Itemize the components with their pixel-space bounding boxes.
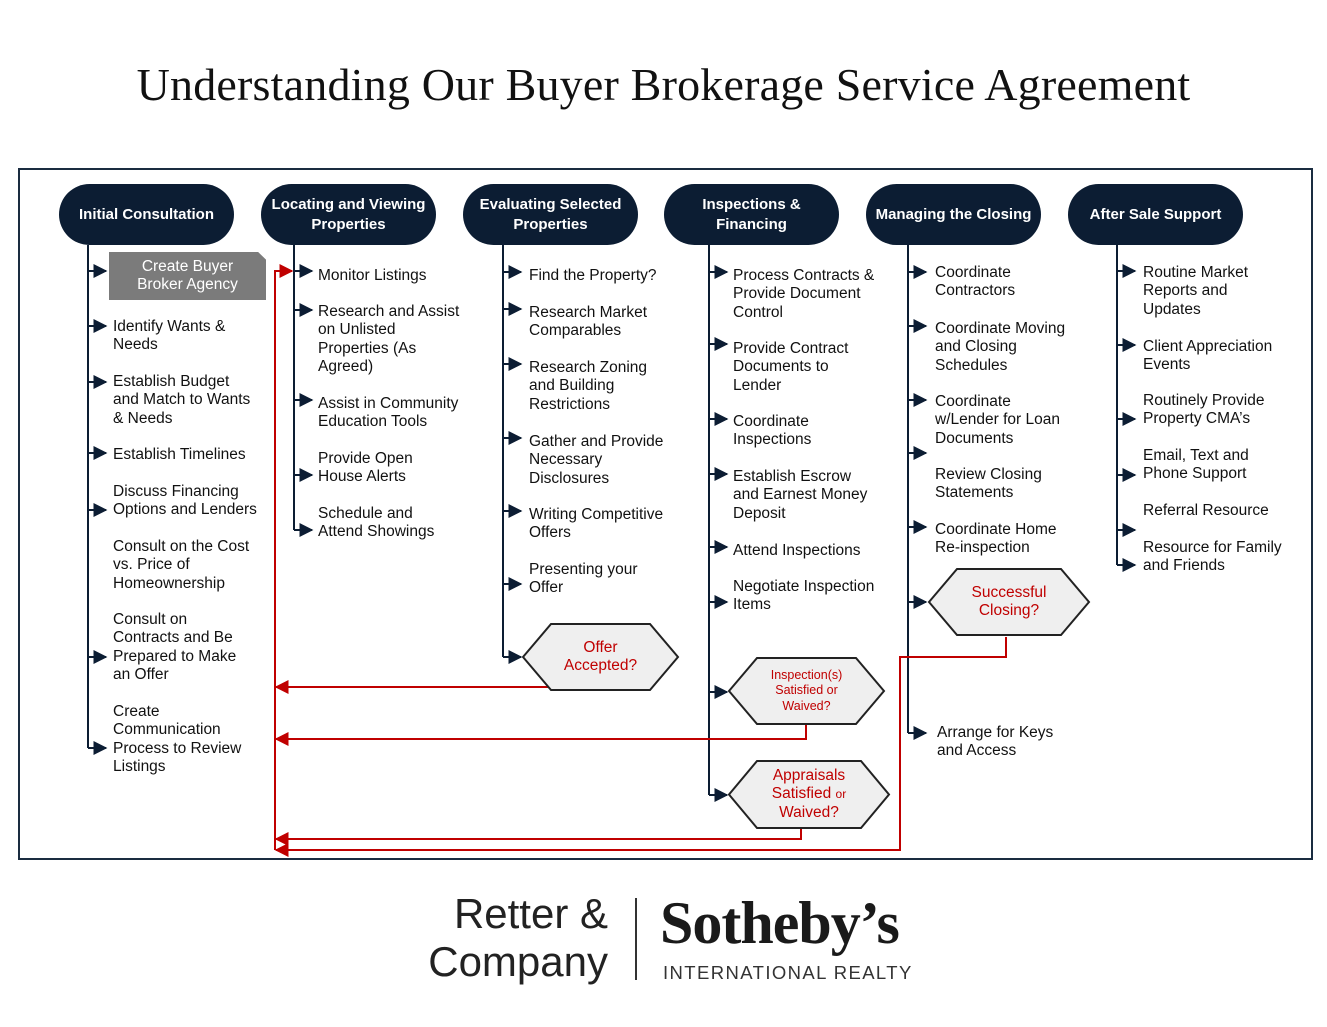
- diagram-frame: [18, 168, 1313, 860]
- step-home-reinspection: Coordinate Home Re-inspection: [935, 521, 1057, 557]
- decision-offer-accepted: Offer Accepted?: [563, 638, 638, 675]
- logo-divider: [635, 898, 637, 980]
- create-buyer-broker-agency-box: Create Buyer Broker Agency: [109, 252, 266, 300]
- heading-evaluating-properties: Evaluating Selected Properties: [463, 184, 638, 245]
- closing-hexagon: [927, 568, 1091, 636]
- appraisal-or-text: or: [835, 787, 847, 802]
- loop-appraisal-not-satisfied: [274, 828, 802, 846]
- inspection-hexagon: [727, 657, 886, 725]
- step-property-cma: Routinely Provide Property CMA’s: [1143, 392, 1265, 428]
- decision-successful-closing: Successful Closing?: [971, 583, 1047, 620]
- step-negotiate-inspection: Negotiate Inspection Items: [733, 578, 875, 614]
- step-zoning-restrictions: Research Zoning and Building Restriction…: [529, 359, 648, 413]
- step-open-house-alerts: Provide Open House Alerts: [318, 450, 413, 486]
- step-client-appreciation: Client Appreciation Events: [1143, 338, 1273, 374]
- step-competitive-offers: Writing Competitive Offers: [529, 506, 664, 542]
- step-establish-timelines: Establish Timelines: [113, 446, 246, 463]
- step-discuss-financing: Discuss Financing Options and Lenders: [113, 483, 257, 519]
- step-email-phone-support: Email, Text and Phone Support: [1143, 447, 1249, 483]
- step-review-closing-statements: Review Closing Statements: [935, 466, 1042, 502]
- step-establish-budget: Establish Budget and Match to Wants & Ne…: [113, 373, 251, 427]
- step-coordinate-moving: Coordinate Moving and Closing Schedules: [935, 320, 1066, 374]
- step-communication-process: Create Communication Process to Review L…: [113, 703, 242, 775]
- step-attend-inspections: Attend Inspections: [733, 542, 861, 559]
- appraisal-line-3: Waived?: [779, 803, 839, 821]
- loop-closing-not-successful: [274, 637, 1007, 857]
- step-schedule-showings: Schedule and Attend Showings: [318, 505, 435, 541]
- heading-managing-closing: Managing the Closing: [866, 184, 1041, 245]
- step-presenting-offer: Presenting your Offer: [529, 561, 638, 597]
- decision-inspections-satisfied: Inspection(s) Satisfied or Waived?: [770, 667, 843, 713]
- sothebys-logo-text: Sotheby’s: [660, 890, 900, 956]
- step-process-contracts: Process Contracts & Provide Document Con…: [733, 267, 875, 321]
- step-family-friends: Resource for Family and Friends: [1143, 539, 1282, 575]
- step-identify-wants: Identify Wants & Needs: [113, 318, 226, 354]
- appraisal-line-1: Appraisals: [772, 766, 846, 784]
- step-coordinate-inspections: Coordinate Inspections: [733, 413, 812, 449]
- appraisal-hexagon: [727, 760, 891, 829]
- step-consult-cost: Consult on the Cost vs. Price of Homeown…: [113, 538, 250, 592]
- step-research-unlisted: Research and Assist on Unlisted Properti…: [318, 303, 460, 375]
- appraisal-satisfied-text: Satisfied: [771, 785, 832, 803]
- heading-locating-viewing: Locating and Viewing Properties: [261, 184, 436, 245]
- step-disclosures: Gather and Provide Necessary Disclosures: [529, 433, 664, 487]
- page-title: Understanding Our Buyer Brokerage Servic…: [136, 59, 1191, 110]
- loop-inspection-not-satisfied: [274, 725, 807, 746]
- heading-initial-consultation: Initial Consultation: [59, 184, 234, 245]
- heading-after-sale-support: After Sale Support: [1068, 184, 1243, 245]
- step-market-reports: Routine Market Reports and Updates: [1143, 264, 1249, 318]
- retter-company-logo-text: Retter & Company: [428, 890, 608, 985]
- heading-inspections-financing: Inspections & Financing: [664, 184, 839, 245]
- step-consult-contracts: Consult on Contracts and Be Prepared to …: [113, 611, 237, 683]
- appraisal-line-2: Satisfied or: [772, 785, 846, 804]
- decision-appraisals-satisfied: Appraisals Satisfied or Waived?: [729, 761, 889, 828]
- step-referral-resource: Referral Resource: [1143, 502, 1269, 519]
- step-market-comparables: Research Market Comparables: [529, 304, 648, 340]
- loop-return-to-monitor: [274, 264, 294, 850]
- step-find-property: Find the Property?: [529, 267, 657, 284]
- step-coordinate-lender-loan: Coordinate w/Lender for Loan Documents: [935, 393, 1060, 447]
- step-escrow-deposit: Establish Escrow and Earnest Money Depos…: [733, 468, 868, 522]
- step-community-education: Assist in Community Education Tools: [318, 395, 459, 431]
- step-keys-access: Arrange for Keys and Access: [937, 724, 1054, 760]
- step-coordinate-contractors: Coordinate Contractors: [935, 264, 1016, 300]
- step-monitor-listings: Monitor Listings: [318, 267, 427, 284]
- offer-hexagon: [521, 623, 680, 691]
- step-contract-documents-lender: Provide Contract Documents to Lender: [733, 340, 849, 394]
- international-realty-text: INTERNATIONAL REALTY: [663, 962, 913, 983]
